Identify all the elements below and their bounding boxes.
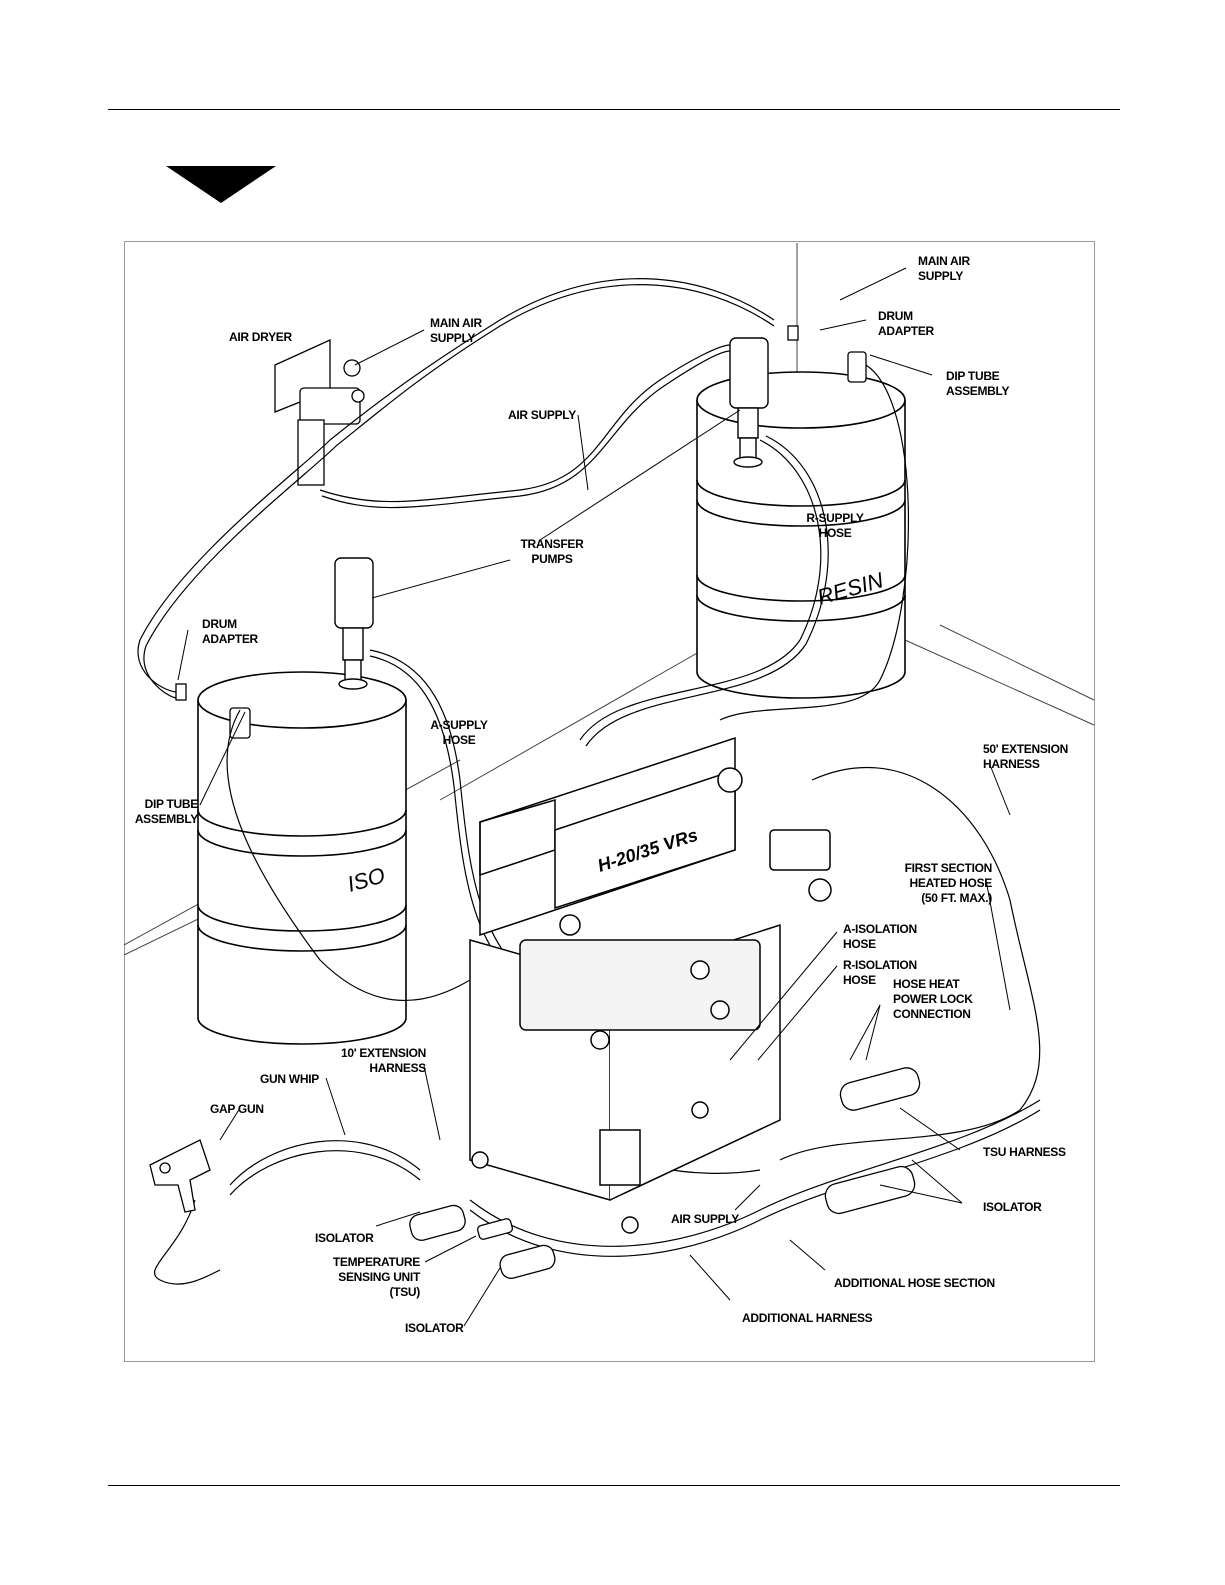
callout-gap-gun: GAP GUN — [210, 1102, 264, 1116]
callout-additional-hose-section: ADDITIONAL HOSE SECTION — [834, 1276, 995, 1290]
callout-isolator-left: ISOLATOR — [315, 1231, 374, 1245]
callout-isolator-right: ISOLATOR — [983, 1200, 1042, 1214]
callout-isolator-bottom: ISOLATOR — [405, 1321, 464, 1335]
section-arrow-marker — [166, 166, 276, 203]
header-rule — [108, 109, 1120, 110]
leader-lines — [177, 267, 1011, 1327]
callout-air-supply-lower: AIR SUPPLY — [671, 1212, 739, 1226]
isolators — [409, 1067, 921, 1279]
proportioner — [469, 736, 832, 1234]
figure-frame — [124, 241, 1095, 1362]
footer-rule — [108, 1485, 1120, 1486]
callout-additional-harness: ADDITIONAL HARNESS — [742, 1311, 873, 1325]
hose-lines — [137, 278, 1041, 1285]
callout-tsu-harness: TSU HARNESS — [983, 1145, 1066, 1159]
callout-air-supply-upper: AIR SUPPLY — [508, 408, 576, 422]
air-dryer — [274, 338, 365, 486]
transfer-pump-left — [334, 557, 374, 690]
transfer-pump-right — [729, 337, 769, 468]
dip-tube-right — [787, 325, 867, 383]
callout-gun-whip: GUN WHIP — [260, 1072, 319, 1086]
callout-air-dryer: AIR DRYER — [229, 330, 292, 344]
gap-gun — [149, 1139, 211, 1213]
iso-drum — [197, 671, 407, 1045]
